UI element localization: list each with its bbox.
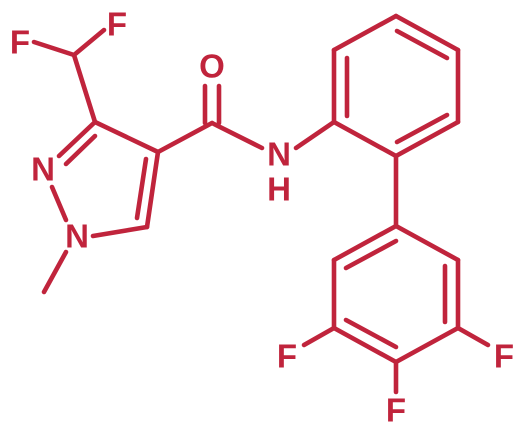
bond-cf-right [71, 27, 107, 58]
bond-ring-a3-inner [394, 28, 450, 61]
bond-ring-b6-inner [343, 238, 399, 271]
bond-ring-a6 [331, 119, 399, 159]
bond-c3-n2-inner [63, 133, 98, 167]
atom-label-f-left: F [277, 338, 297, 375]
bond-c4-c3 [92, 119, 161, 155]
bond-cf-left [31, 39, 77, 58]
atom-label-n-amide: N [267, 136, 291, 173]
atom-label-group: F F O N H N N F F F [10, 6, 514, 428]
bond-ring-b4-inner [343, 317, 399, 350]
bond-ring-a2 [331, 13, 399, 53]
atom-label-f1: F [10, 24, 30, 61]
bond-ring-b6 [331, 223, 399, 263]
bond-ring-a5-inner [394, 112, 450, 145]
atom-label-o: O [199, 48, 225, 85]
atom-label-n2: N [31, 151, 55, 188]
bond-carbonyl-n [209, 120, 265, 151]
bond-n-aryl [293, 119, 337, 151]
bond-c5-c4-outer [144, 149, 161, 230]
bond-cf-aryl-left [301, 325, 337, 348]
bond-n2-n1 [49, 184, 69, 223]
atom-label-h-amide: H [267, 171, 291, 208]
atom-label-f2: F [107, 6, 127, 43]
bond-ring-b3 [393, 325, 461, 365]
bond-n1-methyl [41, 249, 69, 295]
bond-c5-c4-inner [134, 156, 149, 221]
bond-cf-aryl-right [455, 325, 491, 348]
bond-ring-b1 [393, 223, 461, 263]
bond-c3-n2-outer [56, 119, 98, 159]
bond-ring-b4 [331, 325, 399, 365]
bond-ring-a3 [393, 13, 461, 53]
bond-group [31, 13, 491, 395]
bond-c4-carbonyl [155, 120, 215, 155]
atom-label-f-bottom: F [386, 392, 406, 428]
atom-label-f-right: F [494, 338, 514, 375]
bond-n1-c5 [90, 224, 150, 239]
bond-ring-a5 [393, 119, 461, 159]
bond-chf2-c3 [71, 52, 98, 125]
atom-label-n1: N [65, 218, 89, 255]
